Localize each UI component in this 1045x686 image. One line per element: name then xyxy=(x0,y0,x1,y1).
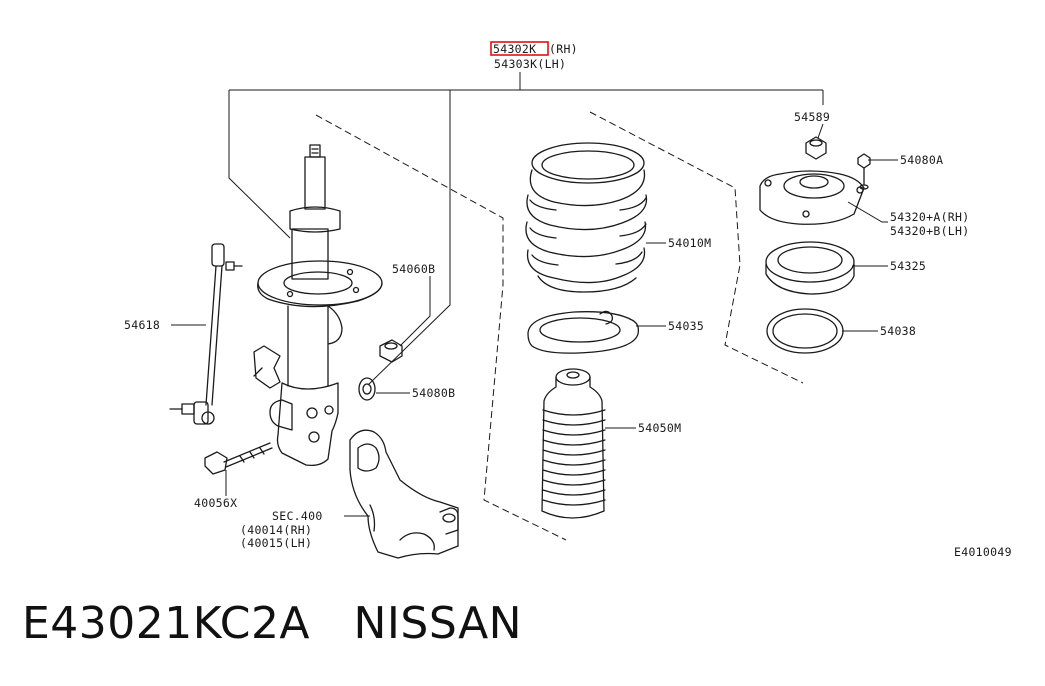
strut-assembly-icon[interactable] xyxy=(253,144,383,467)
label-mount-rh[interactable]: 54320+A(RH) xyxy=(890,210,969,224)
assembly-guide-lines xyxy=(315,111,804,541)
footer-brand: NISSAN xyxy=(353,598,523,649)
bolt-40056x-icon[interactable] xyxy=(204,442,273,475)
exploded-parts-diagram: 54302K (RH) 54303K(LH) xyxy=(124,41,1012,559)
label-bearing[interactable]: 54325 xyxy=(890,259,926,273)
knuckle-icon[interactable] xyxy=(349,429,459,559)
strut-leader-lines xyxy=(228,72,824,386)
label-stabilizer-link[interactable]: 54618 xyxy=(124,318,160,332)
highlight-box xyxy=(490,41,549,56)
nut-54589-icon[interactable] xyxy=(805,136,827,160)
bound-bumper-icon[interactable] xyxy=(541,368,606,519)
coil-spring-icon[interactable] xyxy=(525,142,648,293)
label-bound-bumper[interactable]: 54050M xyxy=(638,421,681,435)
footer-caption: E43021KC2A NISSAN xyxy=(22,598,522,649)
part-leader-lines xyxy=(171,123,898,517)
label-strut-rh-side: (RH) xyxy=(549,42,578,56)
bolt-54080b-icon[interactable] xyxy=(358,377,376,401)
stabilizer-link-icon[interactable] xyxy=(169,243,243,425)
label-mount-lh[interactable]: 54320+B(LH) xyxy=(890,224,969,238)
label-spring-seat[interactable]: 54035 xyxy=(668,319,704,333)
footer-part-code: E43021KC2A xyxy=(22,598,311,649)
nut-54060b-icon[interactable] xyxy=(379,339,403,363)
label-nut-side[interactable]: 54060B xyxy=(392,262,435,276)
label-section-ref[interactable]: SEC.400 xyxy=(272,509,323,523)
bearing-icon[interactable] xyxy=(765,241,855,295)
seat-ring-icon[interactable] xyxy=(766,308,844,354)
label-nut-top[interactable]: 54589 xyxy=(794,110,830,124)
label-bolt-lower[interactable]: 40056X xyxy=(194,496,237,510)
label-spring[interactable]: 54010M xyxy=(668,236,711,250)
label-knuckle-lh: (40015(LH) xyxy=(240,536,312,550)
strut-mount-icon[interactable] xyxy=(759,170,865,225)
spring-seat-icon[interactable] xyxy=(527,310,640,354)
label-seat[interactable]: 54038 xyxy=(880,324,916,338)
label-bolt-top[interactable]: 54080A xyxy=(900,153,943,167)
label-strut-rh[interactable]: 54302K xyxy=(493,42,536,56)
label-strut-lh[interactable]: 54303K(LH) xyxy=(494,57,566,71)
label-bolt-side[interactable]: 54080B xyxy=(412,386,455,400)
figure-code: E4010049 xyxy=(954,545,1012,559)
label-knuckle-rh: (40014(RH) xyxy=(240,523,312,537)
